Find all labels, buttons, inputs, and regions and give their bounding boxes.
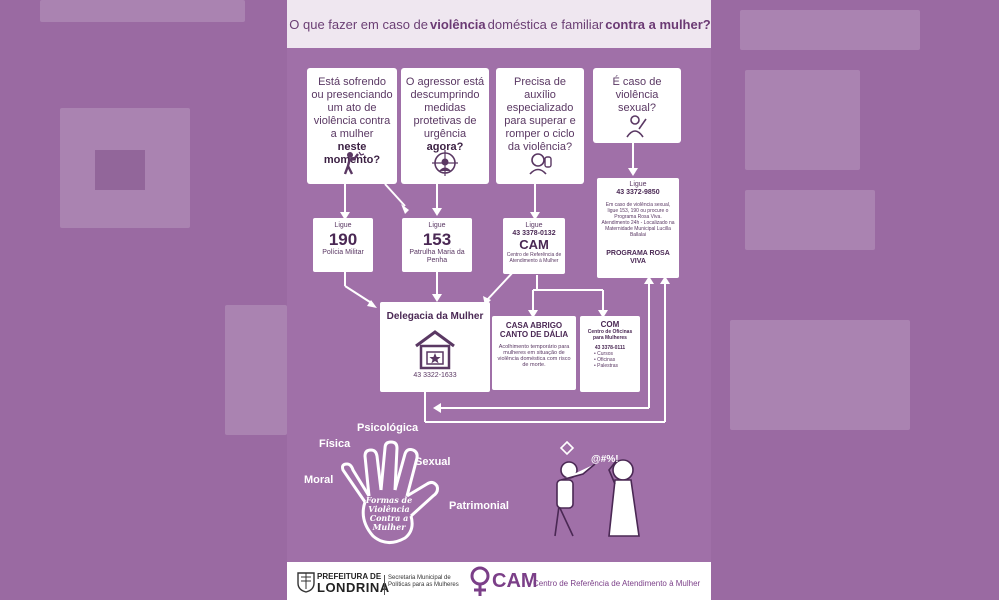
com-item: • Palestras (594, 363, 618, 369)
cam-female-symbol-icon (470, 566, 490, 596)
palm-text: Formas de Violência Contra a Mulher (365, 495, 413, 532)
casa-abrigo: CASA ABRIGO CANTO DE DÁLIA Acolhimento t… (492, 316, 576, 390)
com-item: • Cursos (594, 351, 613, 357)
curse-text: @#%! (591, 454, 619, 465)
hand-icon (341, 440, 439, 544)
centro-de-oficinas: COM Centro de Oficinas para Mulheres 43 … (580, 316, 640, 392)
police-station-icon (415, 330, 455, 370)
delegacia-da-mulher: Delegacia da Mulher 43 3322-1633 (380, 302, 490, 392)
contact-policia-militar: Ligue 190 Polícia Militar (313, 218, 373, 272)
aggression-scene-icon: @#%! (554, 440, 640, 537)
label-sexual: Sexual (415, 456, 451, 468)
poster-title: O que fazer em caso de violência domésti… (287, 0, 711, 48)
footer-divider (384, 575, 385, 595)
fight-icon (343, 151, 365, 175)
com-item: • Oficinas (594, 357, 616, 363)
label-patrimonial: Patrimonial (449, 500, 509, 512)
question-emergency: Está sofrendo ou presenciando um ato de … (307, 68, 397, 184)
victim-icon (626, 115, 647, 138)
londrina-coat-of-arms-icon (297, 572, 315, 593)
contact-cam: Ligue 43 3378-0132 CAM Centro de Referên… (503, 218, 565, 274)
contact-patrulha-maria-da-penha: Ligue 153 Patrulha Maria da Penha (402, 218, 472, 272)
woman-stop-hand-icon (529, 153, 552, 175)
infographic-poster: O que fazer em caso de violência domésti… (287, 0, 711, 600)
footer: PREFEITURA DE LONDRINA Secretaria Munici… (287, 562, 711, 600)
label-psicologica: Psicológica (357, 422, 419, 434)
question-protective-measures: O agressor está descumprindo medidas pro… (401, 68, 489, 184)
flow-arrows (340, 143, 670, 423)
question-specialized-help: Precisa de auxílio especializado para su… (496, 68, 584, 184)
contact-rosa-viva: Ligue 43 3372-9850 Em caso de violência … (597, 178, 679, 278)
label-fisica: Física (319, 438, 351, 450)
target-icon (432, 150, 458, 176)
label-moral: Moral (304, 474, 334, 486)
question-sexual-violence: É caso de violência sexual? (593, 68, 681, 143)
